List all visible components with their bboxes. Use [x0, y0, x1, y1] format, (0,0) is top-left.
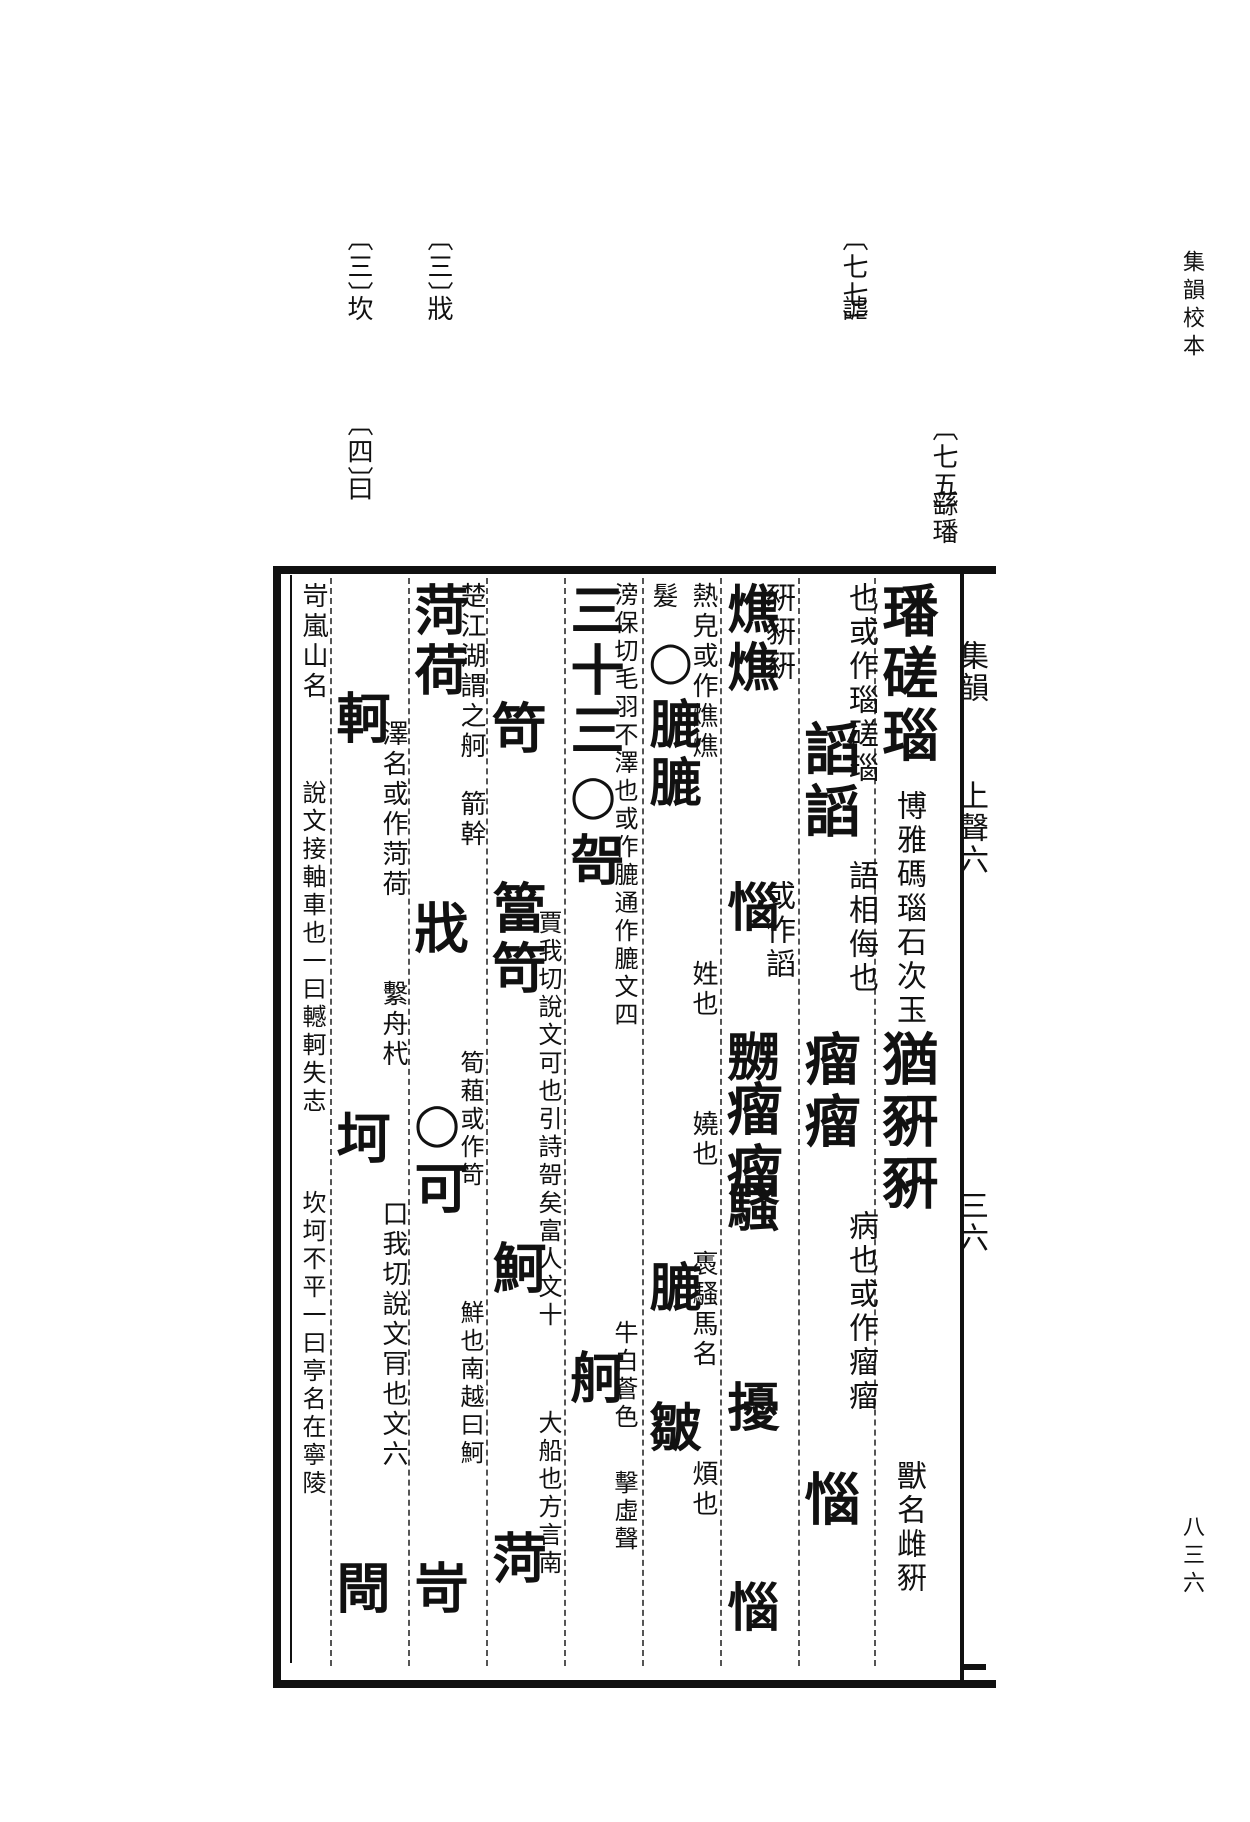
margin-note-char: 坎: [343, 295, 373, 323]
gloss-text: 楚江湖謂之舸: [456, 582, 486, 762]
margin-note-tag: 〔三〕: [423, 225, 453, 309]
gloss-text: 繫舟杙: [378, 980, 408, 1070]
head-entry: 膔: [640, 1260, 701, 1318]
gloss-text: 褭騷馬名: [688, 1250, 718, 1370]
border-tail: [964, 1664, 986, 1670]
gloss-text: 或作謟: [760, 880, 795, 982]
gloss-text: 說文接軸車也一曰轗軻失志: [298, 780, 326, 1116]
head-entry: 皺: [640, 1400, 701, 1458]
margin-note-char: 繇璠: [928, 490, 958, 546]
column-rule: [798, 578, 800, 1666]
head-entry: ○膔膔: [640, 630, 701, 813]
head-entry: 戕: [405, 900, 469, 960]
head-entry: 軻: [327, 690, 391, 750]
margin-note-tag: 〔三〕: [343, 225, 373, 309]
column-rule: [564, 578, 566, 1666]
gloss-text: 豣豣豣: [760, 582, 795, 684]
fishtail-title: 集韻: [953, 640, 988, 704]
head-entry: 坷: [327, 1110, 391, 1170]
gloss-text: 澤名或作菏荷: [378, 720, 408, 900]
head-entry: 三十三○哿: [561, 582, 625, 892]
margin-note-tag: 〔七五〕: [928, 415, 958, 527]
column-rule: [486, 578, 488, 1666]
head-entry: 璠磋瑙: [873, 582, 939, 768]
head-entry: 嬲: [718, 1030, 779, 1088]
head-entry: 猶豣豣: [873, 1030, 939, 1216]
gloss-text: 熱皃或作燋燋: [688, 582, 718, 762]
head-entry: 瘤瘤: [795, 1030, 861, 1154]
inner-border: [290, 575, 990, 1663]
margin-note-char: 戕: [423, 295, 453, 323]
column-rule: [720, 578, 722, 1666]
fishtail-volume: 上聲六: [953, 780, 988, 876]
book-title: 集韻校本: [1179, 250, 1204, 362]
margin-note-char: 曰: [343, 475, 373, 503]
gloss-text: 嬈也: [688, 1110, 718, 1170]
gloss-text: 也或作瑙磋瑙: [843, 582, 878, 786]
gloss-text: 口我切說文肎也文六: [378, 1200, 408, 1470]
gloss-text: 語相侮也: [843, 860, 878, 996]
page-border: [273, 566, 996, 1688]
gloss-text: 牛白蒼色: [610, 1320, 638, 1432]
gloss-text: 鮮也南越曰魺: [456, 1300, 484, 1468]
column-rule: [408, 578, 410, 1666]
gloss-text: 坎坷不平一曰亭名在寧陵: [298, 1190, 326, 1498]
head-entry: 菏荷: [405, 582, 469, 702]
column-rule: [330, 578, 332, 1666]
gloss-text: 髮: [648, 582, 678, 612]
head-entry: 笴: [483, 700, 547, 760]
head-entry: 騷: [718, 1180, 779, 1238]
head-entry: 擾: [718, 1380, 779, 1438]
gloss-text: 箭幹: [456, 790, 486, 850]
margin-note-tag: 〔四〕: [343, 410, 373, 494]
gloss-text: 姓也: [688, 960, 718, 1020]
fishtail-rule: [960, 566, 964, 1680]
gloss-text: 筍蒩或作笴: [456, 1050, 484, 1190]
head-entry: 惱: [718, 1580, 779, 1638]
gloss-text: 擊虛聲: [610, 1470, 638, 1554]
margin-note-tag: 〔七七〕: [838, 225, 868, 337]
fishtail-leaf: 三六: [953, 1190, 988, 1254]
head-entry: 燋燋: [718, 582, 779, 698]
column-rule: [642, 578, 644, 1666]
gloss-text: 賈我切說文可也引詩哿矣富人文十: [534, 910, 562, 1330]
gloss-text: 病也或作瘤瘤: [843, 1210, 878, 1414]
head-entry: 岢: [405, 1560, 469, 1620]
head-entry: 謟謟: [795, 720, 861, 844]
head-entry: 瘤瘤: [717, 1080, 783, 1204]
head-entry: 菏: [483, 1530, 547, 1590]
head-entry: 魺: [483, 1240, 547, 1300]
gloss-text: 獸名雌豣: [891, 1460, 926, 1596]
head-entry: 閜: [327, 1560, 391, 1620]
margin-note-char: 謔: [838, 295, 868, 323]
head-entry: 惱: [718, 880, 779, 938]
page-number: 八三六: [1179, 1515, 1204, 1599]
gloss-text: 煩也: [688, 1460, 718, 1520]
head-entry: 舸: [561, 1350, 625, 1410]
head-entry: ○可: [405, 1090, 469, 1220]
head-entry: 惱: [795, 1470, 861, 1532]
gloss-text: 岢嵐山名: [298, 582, 328, 702]
gloss-text: 博雅碼瑙石次玉: [891, 790, 926, 1028]
head-entry: 簹笴: [483, 880, 547, 1000]
column-rule: [874, 578, 876, 1666]
gloss-text: 滂保切毛羽不澤也或作膔通作膔文四: [610, 582, 638, 1030]
gloss-text: 大船也方言南: [534, 1410, 562, 1578]
